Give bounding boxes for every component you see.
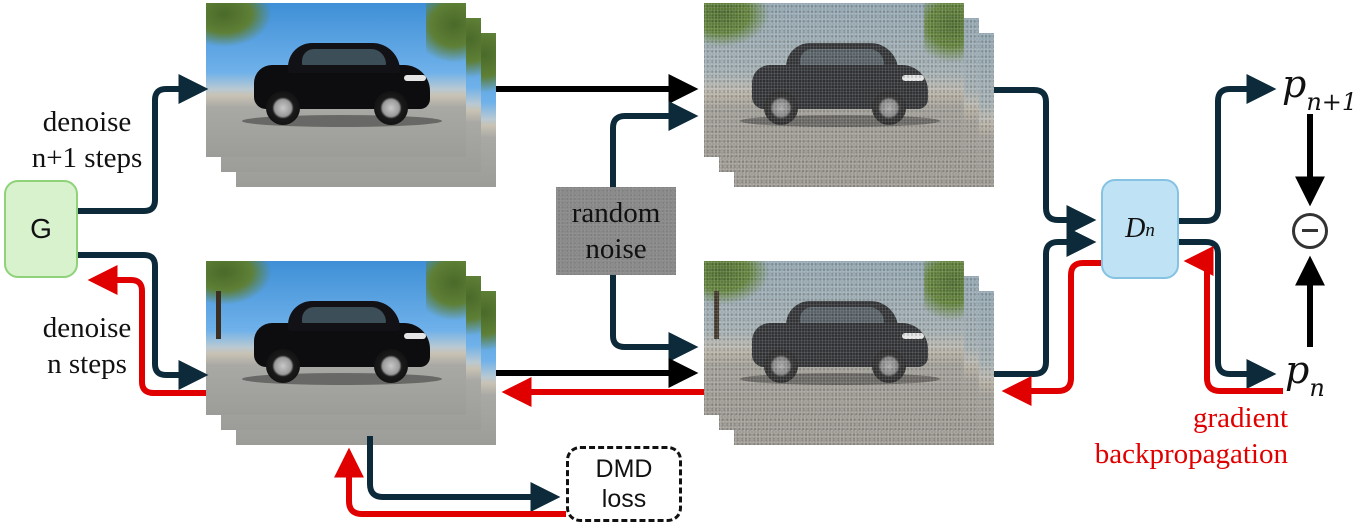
image-stack-noisy-top: [704, 3, 994, 189]
arrow-noise-to-bottom: [610, 275, 699, 362]
arrow-noise-to-top: [610, 101, 699, 187]
car-image-noisy-bottom: [704, 261, 964, 415]
arrow-backprop-pn-to-d: [1183, 246, 1283, 394]
noise-label-line2: noise: [585, 233, 647, 265]
image-stack-noisy-bottom: [704, 261, 994, 447]
arrow-backprop-d-to-noisy: [1001, 260, 1101, 406]
dmd-label-line1: DMD: [595, 455, 653, 483]
generator-box: G: [4, 180, 78, 278]
image-stack-clean-bottom: [206, 261, 496, 447]
discriminator-label: D: [1125, 213, 1146, 244]
image-stack-clean-top: [206, 3, 496, 189]
arrow-backprop-dmd-to-image: [334, 447, 566, 517]
generator-label: G: [30, 213, 52, 244]
random-noise-box: random noise: [556, 187, 676, 275]
minus-circle-icon: [1292, 213, 1328, 249]
arrow-top-noisy-to-d: [994, 87, 1097, 235]
gradient-backpropagation-label: gradient backpropagation: [1094, 402, 1288, 470]
discriminator-subscript: n: [1145, 220, 1155, 241]
label-denoise-n: denoise n steps: [42, 312, 132, 380]
output-p-n-plus-1: pn+1: [1282, 62, 1358, 116]
arrow-bottom-noisy-to-d: [994, 227, 1097, 377]
car-image-clean-top: [206, 3, 466, 157]
car-image-clean-bottom: [206, 261, 466, 415]
label-denoise-n-plus-1: denoise n+1 steps: [31, 106, 143, 174]
arrow-d-to-p-n: [1179, 239, 1277, 389]
output-p-n: pn: [1285, 348, 1325, 402]
noise-label-line1: random: [571, 197, 661, 229]
dmd-loss-box: DMD loss: [566, 446, 682, 522]
car-image-noisy-top: [704, 3, 964, 157]
arrow-d-to-p-n-plus-1: [1179, 74, 1277, 224]
dmd-label-line2: loss: [601, 485, 647, 513]
